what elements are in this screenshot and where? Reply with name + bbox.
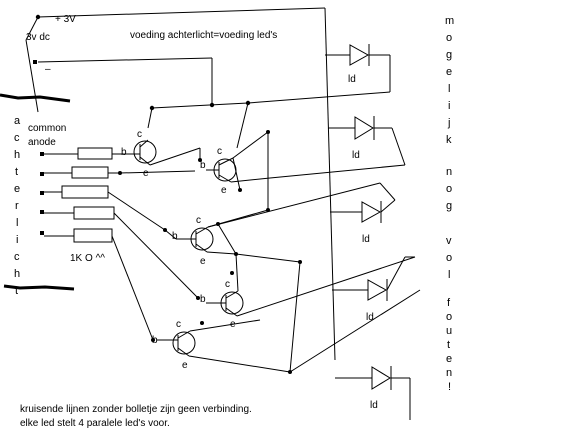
svg-text:t: t — [447, 339, 450, 351]
svg-text:j: j — [447, 117, 450, 129]
svg-text:g: g — [446, 200, 452, 212]
backlight-vertical-label: a c h t e r l i c h t — [14, 115, 21, 297]
transistor-2: c b e — [200, 146, 237, 196]
svg-text:ld: ld — [362, 234, 370, 245]
led-2: ld — [328, 116, 406, 166]
supply-minus-label: – — [45, 64, 51, 75]
minus-terminal-dot — [33, 60, 37, 64]
supply-wiring — [25, 7, 391, 361]
svg-text:e: e — [446, 66, 452, 78]
svg-text:c: c — [137, 129, 142, 140]
svg-text:n: n — [446, 367, 452, 379]
svg-text:b: b — [152, 335, 158, 346]
svg-text:c: c — [14, 132, 20, 144]
junction-dot — [245, 100, 251, 106]
svg-text:e: e — [143, 168, 149, 179]
svg-text:o: o — [446, 32, 452, 44]
svg-text:ld: ld — [370, 400, 378, 411]
heading-text: voeding achterlicht=voeding led's — [130, 30, 277, 41]
svg-text:b: b — [200, 160, 206, 171]
svg-text:l: l — [448, 269, 450, 281]
backlight-bottom-bar — [3, 284, 75, 291]
svg-text:!: ! — [448, 381, 451, 393]
svg-text:ld: ld — [348, 74, 356, 85]
transistor-1: c b e — [121, 129, 157, 179]
svg-text:c: c — [217, 146, 222, 157]
svg-text:r: r — [15, 200, 19, 212]
svg-text:h: h — [14, 149, 20, 161]
svg-text:c: c — [14, 251, 20, 263]
junction-dots — [118, 130, 302, 374]
svg-text:o: o — [446, 311, 452, 323]
svg-text:i: i — [448, 100, 450, 112]
svg-text:e: e — [446, 353, 452, 365]
svg-text:k: k — [446, 134, 452, 146]
svg-text:e: e — [14, 183, 20, 195]
backlight-top-bar — [0, 93, 71, 103]
svg-text:i: i — [16, 234, 18, 246]
svg-text:b: b — [121, 147, 127, 158]
plus-terminal-dot — [35, 14, 41, 20]
transistor-5: c b e — [152, 319, 196, 371]
svg-text:f: f — [447, 297, 451, 309]
svg-text:v: v — [446, 235, 452, 247]
svg-text:n: n — [446, 166, 452, 178]
svg-text:e: e — [182, 360, 188, 371]
common-anode-label-2: anode — [28, 137, 56, 148]
svg-text:g: g — [446, 49, 452, 61]
svg-text:l: l — [448, 83, 450, 95]
svg-text:t: t — [15, 166, 18, 178]
svg-text:u: u — [446, 325, 452, 337]
svg-text:a: a — [14, 115, 21, 127]
footer-note-2: elke led stelt 4 paralele led's voor. — [20, 418, 170, 429]
svg-text:ld: ld — [366, 312, 374, 323]
junction-dot — [209, 102, 215, 108]
svg-text:e: e — [200, 256, 206, 267]
footer-note-1: kruisende lijnen zonder bolletje zijn ge… — [20, 404, 252, 415]
svg-text:c: c — [196, 215, 201, 226]
svg-text:o: o — [446, 183, 452, 195]
side-note: m o g e l i j k n o g v o l f o u t e n … — [445, 15, 454, 393]
led-5: ld — [335, 366, 411, 420]
led-3: ld — [330, 182, 396, 245]
svg-text:h: h — [14, 268, 20, 280]
svg-text:c: c — [225, 279, 230, 290]
led-4: ld — [332, 256, 415, 323]
common-anode-label-1: common — [28, 123, 66, 134]
transistor-3: c b e — [172, 215, 214, 267]
svg-text:o: o — [446, 252, 452, 264]
resistor-bank — [40, 147, 130, 243]
svg-text:e: e — [221, 185, 227, 196]
supply-dc-label: 3v dc — [26, 32, 50, 43]
svg-text:c: c — [176, 319, 181, 330]
transistor-4: c b e — [200, 279, 244, 330]
svg-text:l: l — [16, 217, 18, 229]
junction-dot — [149, 105, 155, 111]
signal-wiring — [107, 131, 421, 373]
svg-text:b: b — [200, 294, 206, 305]
svg-text:m: m — [445, 15, 454, 27]
led-1: ld — [325, 44, 391, 92]
svg-text:t: t — [15, 285, 18, 297]
svg-text:ld: ld — [352, 150, 360, 161]
supply-plus-label: + 3V — [55, 14, 76, 25]
resistor-value-label: 1K O ^^ — [70, 253, 105, 264]
svg-text:b: b — [172, 231, 178, 242]
